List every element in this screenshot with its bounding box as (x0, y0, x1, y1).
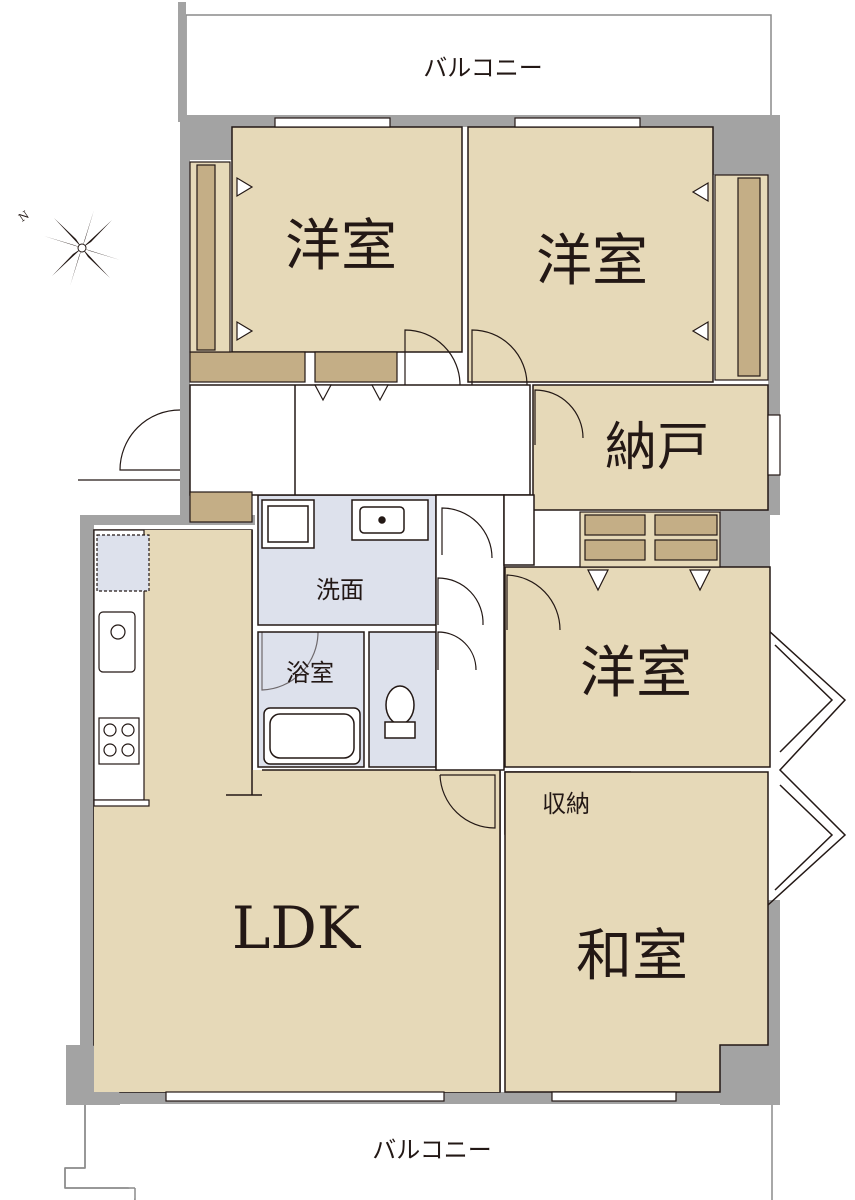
windows (165, 117, 781, 1102)
compass-icon: N (16, 208, 120, 286)
balcony-top-label: バルコニー (423, 54, 543, 82)
bay-window (767, 629, 847, 906)
closets (189, 161, 769, 568)
storage-room-label: 納戸 (605, 418, 709, 478)
door-triangles (236, 176, 711, 592)
washroom-label: 洗面 (316, 576, 364, 604)
balcony-bottom: バルコニー (64, 1100, 780, 1200)
balcony-bottom-label: バルコニー (372, 1136, 492, 1164)
kitchen (93, 529, 150, 807)
hallways (189, 384, 535, 771)
wet-areas (257, 494, 437, 768)
closet-label: 収納 (542, 790, 590, 818)
ldk-label: LDK (232, 894, 362, 962)
bathroom-label: 浴室 (286, 659, 334, 687)
western-room-ne-label: 洋室 (536, 229, 648, 294)
door-swings (78, 329, 584, 829)
balcony-top: バルコニー (178, 2, 772, 122)
japanese-room-label: 和室 (576, 924, 688, 989)
compass-north-label: N (16, 208, 32, 224)
western-room-e-label: 洋室 (580, 641, 692, 706)
western-room-nw-label: 洋室 (285, 214, 397, 279)
